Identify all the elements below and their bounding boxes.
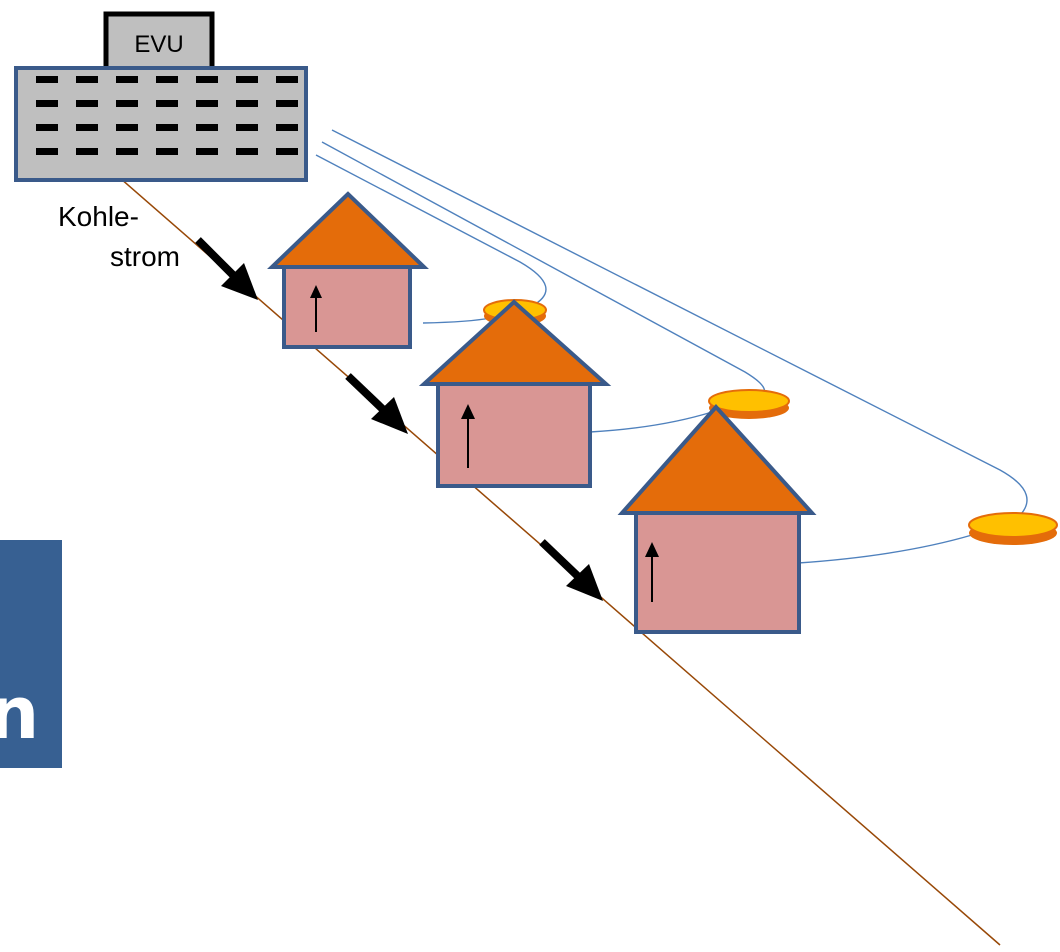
plant-window [276, 124, 298, 131]
house-wall [436, 378, 592, 488]
plant-window [276, 148, 298, 155]
plant-window [36, 76, 58, 83]
house-icon [617, 404, 817, 634]
side-panel: n [0, 540, 62, 768]
house-roof [267, 191, 429, 269]
plant-window [76, 148, 98, 155]
plant-window [196, 124, 218, 131]
plant-window [116, 148, 138, 155]
flow-arrows [195, 237, 603, 601]
plant-window [236, 124, 258, 131]
evu-sign [103, 11, 215, 73]
plant-window [156, 124, 178, 131]
coin-icon [968, 512, 1058, 545]
power-plant-icon: EVU [14, 11, 308, 182]
plant-window [196, 76, 218, 83]
plant-window [36, 124, 58, 131]
arrow-icon [539, 539, 603, 601]
evu-label: EVU [134, 31, 183, 58]
wire-to-coin-1 [315, 154, 547, 307]
plant-window [36, 100, 58, 107]
house-roof [418, 299, 612, 386]
house-wall [634, 508, 801, 634]
house-icon [267, 191, 429, 349]
house-icon [418, 299, 612, 488]
house-roof [617, 404, 817, 515]
plant-window [116, 124, 138, 131]
coins [483, 299, 1058, 545]
flow-label-line1: Kohle- [58, 201, 139, 232]
plant-window [76, 76, 98, 83]
arrow-icon [345, 373, 408, 434]
coin-icon [708, 389, 790, 419]
side-panel-letter: n [0, 671, 39, 755]
plant-window [76, 124, 98, 131]
plant-window [36, 148, 58, 155]
plant-windows [36, 76, 298, 155]
arrow-icon [195, 237, 258, 300]
house-wall [282, 261, 412, 349]
wire-house-2-coin [589, 411, 713, 433]
flow-label-line2: strom [110, 241, 180, 272]
plant-window [156, 100, 178, 107]
plant-window [196, 148, 218, 155]
plant-window [116, 76, 138, 83]
plant-window [156, 148, 178, 155]
plant-window [196, 100, 218, 107]
plant-window [276, 76, 298, 83]
wire-house-1-coin [422, 317, 491, 324]
plant-window [276, 100, 298, 107]
plant-window [76, 100, 98, 107]
plant-window [116, 100, 138, 107]
plant-window [156, 76, 178, 83]
plant-window [236, 100, 258, 107]
plant-window [236, 76, 258, 83]
plant-window [236, 148, 258, 155]
wire-house-3-coin [797, 534, 973, 564]
